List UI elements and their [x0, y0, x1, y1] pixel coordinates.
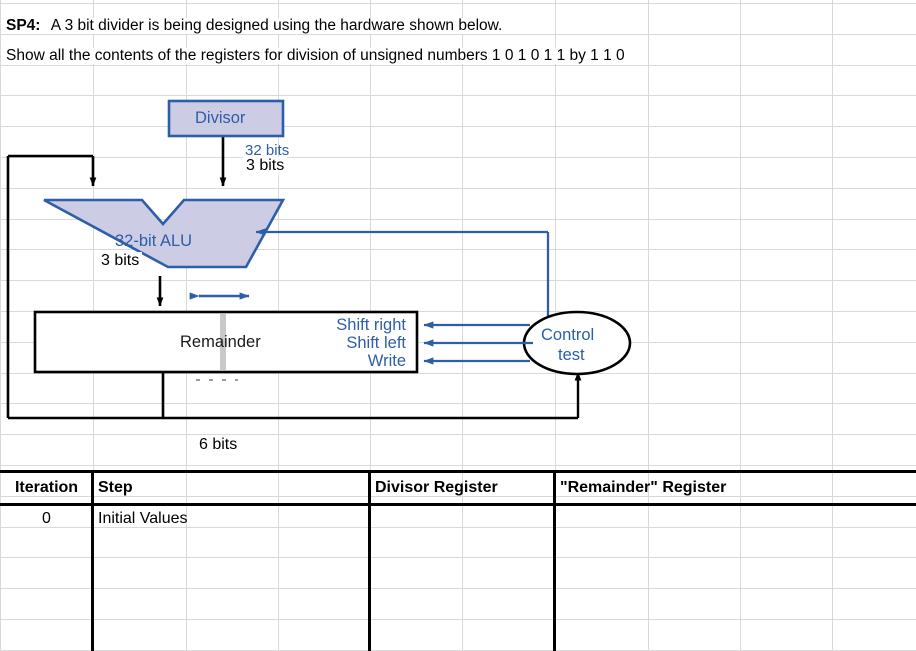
signal-shift-left-label: Shift left	[346, 334, 406, 352]
gridline-horizontal	[0, 465, 916, 466]
bits-hidden-top-label: 32 bits	[245, 143, 290, 156]
table-row-0-iteration: 0	[42, 510, 51, 527]
gridline-vertical-9	[832, 0, 833, 651]
gridline-horizontal	[0, 373, 916, 374]
table-vline-2	[368, 470, 371, 651]
gridline-horizontal	[0, 496, 916, 497]
table-vline-3	[553, 470, 556, 651]
gridline-horizontal	[0, 280, 916, 281]
divider-hardware-diagram: Divisor 32-bit ALU 32 bits 3 bits 3 bits…	[6, 99, 632, 454]
table-header-remainder-register: "Remainder" Register	[560, 479, 727, 496]
signal-shift-right-label: Shift right	[336, 316, 406, 334]
gridline-vertical-7	[648, 0, 649, 651]
gridline-horizontal	[0, 311, 916, 312]
bits-bottom-label: 6 bits	[196, 436, 241, 454]
alu-shape	[43, 198, 286, 269]
wire-feedback-left	[6, 154, 97, 418]
table-row-0-step: Initial Values	[98, 510, 188, 527]
control-test-label-line1: Control	[541, 326, 595, 344]
gridline-vertical-0	[0, 0, 1, 651]
control-test-label-line2: test	[558, 346, 585, 364]
divisor-box	[167, 99, 285, 138]
table-header-step: Step	[98, 479, 133, 496]
bits-top-label: 3 bits	[243, 157, 288, 175]
gridline-vertical-8	[740, 0, 741, 651]
wire-remainder-to-left-rail	[8, 372, 165, 420]
gridline-horizontal	[0, 434, 916, 435]
gridline-horizontal	[0, 95, 916, 96]
remainder-label: Remainder	[180, 333, 261, 351]
gridline-horizontal	[0, 126, 916, 127]
table-header-divisor-register: Divisor Register	[375, 479, 498, 496]
table-top-border	[0, 470, 916, 473]
prompt-tag: SP4:	[6, 17, 41, 34]
alu-label: 32-bit ALU	[115, 232, 193, 250]
divisor-label: Divisor	[195, 109, 246, 127]
gridline-horizontal	[0, 34, 916, 35]
prompt-line-1-text: A 3 bit divider is being designed using …	[50, 17, 503, 34]
prompt-line-2: Show all the contents of the registers f…	[6, 47, 625, 64]
gridline-horizontal	[0, 219, 916, 220]
diagram-vector-layer	[6, 99, 632, 420]
prompt-line-1: SP4: A 3 bit divider is being designed u…	[6, 17, 503, 34]
gridline-horizontal	[0, 3, 916, 4]
gridline-horizontal	[0, 65, 916, 66]
bits-alu-output-label: 3 bits	[98, 252, 143, 270]
gridline-horizontal	[0, 527, 916, 528]
table-header-iteration: Iteration	[14, 479, 79, 496]
gridline-horizontal	[0, 157, 916, 158]
wire-control-signals	[423, 321, 533, 365]
gridline-horizontal	[0, 619, 916, 620]
remainder-split-divider	[220, 314, 226, 370]
wire-control-to-alu	[255, 228, 550, 325]
gridline-horizontal	[0, 249, 916, 250]
table-header-border	[0, 503, 916, 506]
gridline-horizontal	[0, 188, 916, 189]
signal-write-label: Write	[367, 352, 406, 370]
table-vline-1	[91, 470, 94, 651]
wire-remainder-to-control	[163, 371, 582, 420]
gridline-horizontal	[0, 403, 916, 404]
gridline-horizontal	[0, 557, 916, 558]
gridline-horizontal	[0, 588, 916, 589]
